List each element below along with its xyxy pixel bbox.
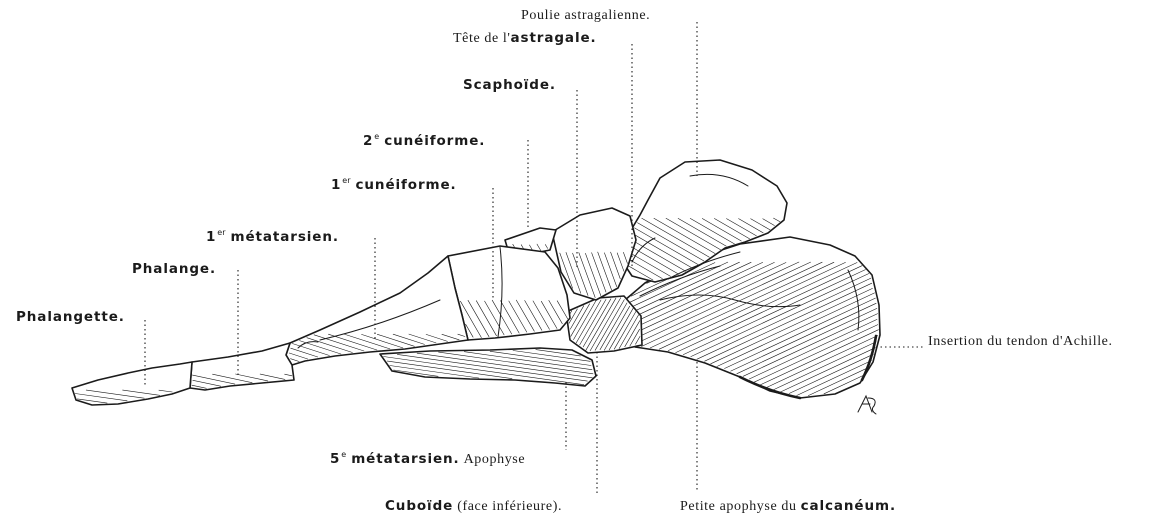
label-cuneiforme-1: 1er cunéiforme. bbox=[331, 172, 457, 190]
label-poulie-astragalienne: Poulie astragalienne. bbox=[521, 6, 650, 24]
label-cuneiforme-2: 2e cunéiforme. bbox=[363, 128, 485, 146]
label-superscript: e bbox=[374, 132, 379, 141]
label-bold-text: Scaphoïde. bbox=[463, 77, 556, 93]
proximal-phalanx bbox=[190, 343, 294, 390]
label-superscript: er bbox=[217, 228, 225, 237]
label-text: Apophyse bbox=[464, 452, 526, 467]
label-metatarsien-1: 1er métatarsien. bbox=[206, 224, 339, 242]
label-petite-apophyse-calcaneum: Petite apophyse du calcanéum. bbox=[680, 497, 896, 515]
label-number: 1 bbox=[331, 177, 341, 193]
first-cuneiform bbox=[448, 246, 570, 340]
label-tete-astragale: Tête de l'astragale. bbox=[453, 29, 597, 47]
first-metatarsal bbox=[286, 256, 468, 365]
label-text: Tête de l' bbox=[453, 31, 511, 46]
artist-monogram bbox=[858, 396, 876, 414]
label-bold-text: astragale. bbox=[511, 30, 597, 46]
label-superscript: er bbox=[342, 176, 350, 185]
label-bold-text: calcanéum. bbox=[801, 498, 896, 514]
monogram-stroke bbox=[858, 396, 876, 414]
label-phalange: Phalange. bbox=[132, 260, 216, 278]
label-phalangette: Phalangette. bbox=[16, 308, 125, 326]
label-number: 5 bbox=[330, 451, 340, 467]
label-cuboide: Cuboïde (face inférieure). bbox=[385, 497, 562, 515]
label-scaphoide: Scaphoïde. bbox=[463, 76, 556, 94]
label-metatarsien-5-apophyse: 5e métatarsien. Apophyse bbox=[330, 446, 525, 464]
label-number: 1 bbox=[206, 229, 216, 245]
fifth-metatarsal bbox=[380, 348, 596, 386]
label-bold-text: Phalangette. bbox=[16, 309, 125, 325]
distal-phalanx-outline bbox=[72, 362, 192, 405]
label-text: Petite apophyse du bbox=[680, 499, 797, 514]
distal-phalanx bbox=[72, 362, 192, 405]
label-bold-text: cunéiforme. bbox=[384, 133, 485, 149]
label-bold-text: métatarsien. bbox=[231, 229, 339, 245]
first-metatarsal-outline bbox=[286, 256, 468, 365]
label-bold-text: métatarsien. bbox=[351, 451, 459, 467]
label-insertion-tendon-achille: Insertion du tendon d'Achille. bbox=[928, 332, 1113, 350]
label-number: 2 bbox=[363, 133, 373, 149]
label-bold-text: Phalange. bbox=[132, 261, 216, 277]
label-text: Insertion du tendon d'Achille. bbox=[928, 334, 1113, 349]
label-bold-text: cunéiforme. bbox=[356, 177, 457, 193]
cuboid bbox=[566, 296, 642, 353]
label-text: Poulie astragalienne. bbox=[521, 8, 650, 23]
label-superscript: e bbox=[341, 450, 346, 459]
label-text: (face inférieure). bbox=[457, 499, 562, 514]
label-bold-text: Cuboïde bbox=[385, 498, 453, 514]
